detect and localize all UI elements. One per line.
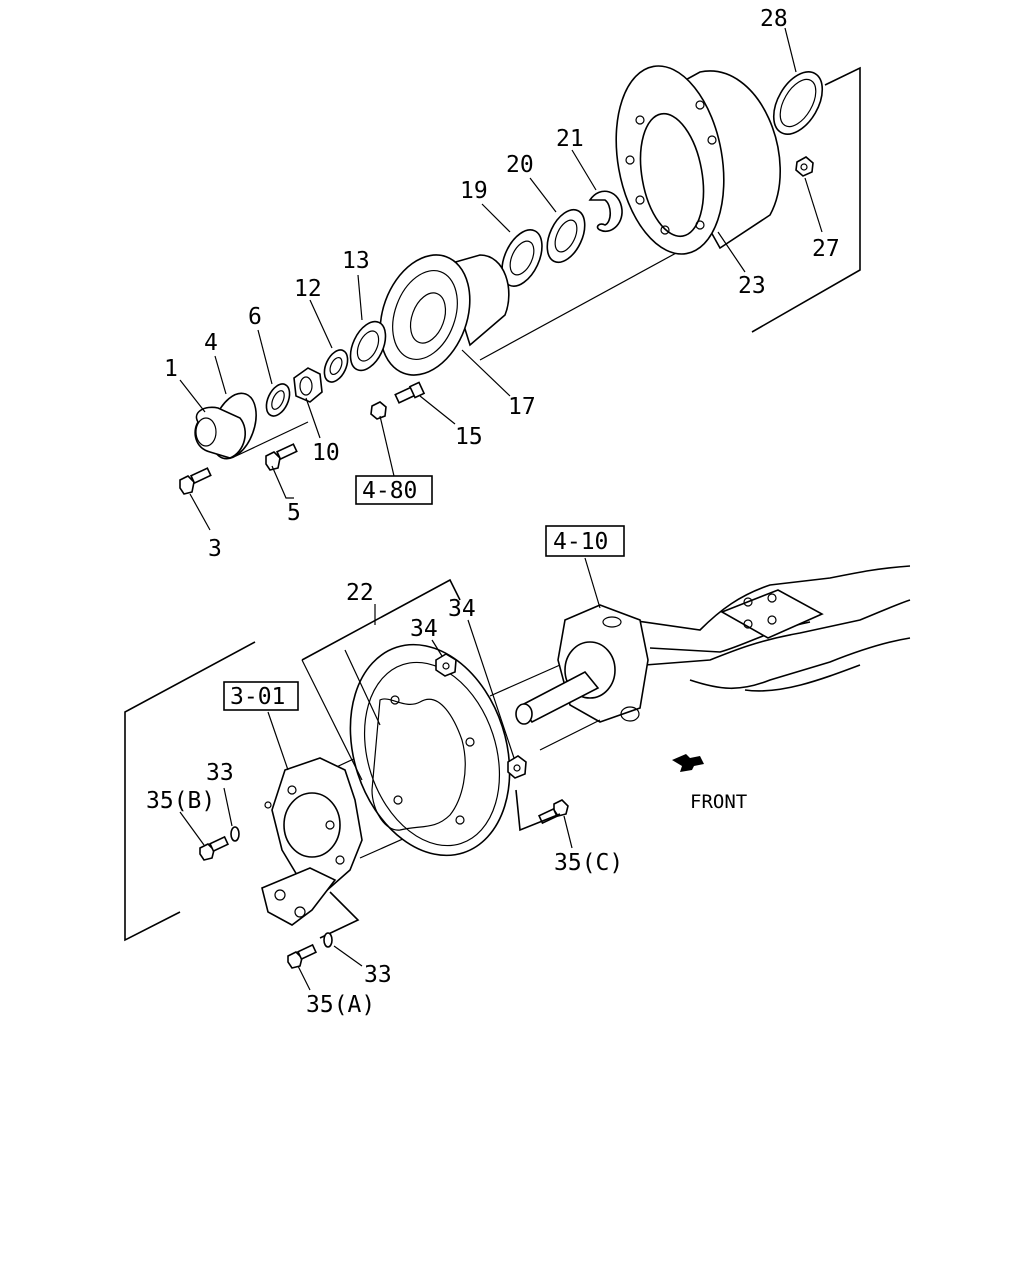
- part-34-nut-upper: [435, 653, 457, 677]
- part-22-backing-plate: [349, 643, 511, 857]
- callout-35a: 35(A): [306, 992, 375, 1018]
- callout-34-upper: 34: [410, 616, 438, 642]
- part-20-bearing: [546, 208, 586, 264]
- callout-12: 12: [294, 276, 322, 302]
- anchor-group-bracket: [124, 641, 256, 942]
- callout-6: 6: [248, 304, 262, 330]
- ref-box-4-80[interactable]: 4-80: [355, 475, 433, 505]
- callout-19: 19: [460, 178, 488, 204]
- callout-1: 1: [164, 356, 178, 382]
- leader-3-01: [267, 711, 289, 771]
- spring-seat-pad: [720, 589, 824, 639]
- steering-knuckle: [515, 604, 649, 725]
- front-axle-beam: [629, 565, 911, 692]
- callout-21: 21: [556, 126, 584, 152]
- leader-33-upper: [223, 787, 233, 827]
- ref-3-01-label: 3-01: [230, 684, 285, 710]
- leader-12: [309, 299, 333, 349]
- part-35c-bolt: [537, 799, 569, 825]
- front-direction-label: FRONT: [690, 791, 747, 813]
- ref-4-10-label: 4-10: [553, 529, 608, 555]
- anchor-group-bracket-lower: [319, 891, 360, 939]
- leader-19: [481, 203, 511, 233]
- part-17-wheel-hub: [379, 254, 510, 376]
- leader-17: [461, 349, 511, 397]
- leader-4-10: [584, 557, 601, 609]
- ref-box-4-10[interactable]: 4-10: [545, 525, 625, 557]
- callout-15: 15: [455, 424, 483, 450]
- callout-20: 20: [506, 152, 534, 178]
- lower-axis-line-2: [489, 664, 561, 697]
- leader-5-bracket: [235, 421, 309, 457]
- part-15-hub-bolt: [394, 381, 426, 404]
- leader-20: [529, 177, 557, 213]
- part-28-oil-seal: [772, 71, 824, 135]
- part-3-bolt: [179, 467, 212, 495]
- callout-13: 13: [342, 248, 370, 274]
- ref-4-80-label: 4-80: [362, 478, 417, 504]
- leader-15: [419, 395, 456, 425]
- part-19-bearing: [501, 229, 543, 287]
- backing-plate-bracket: [301, 578, 461, 661]
- leader-10: [305, 397, 321, 439]
- leader-34a: [431, 639, 443, 657]
- leader-21: [571, 149, 597, 191]
- leader-28: [784, 27, 797, 73]
- leader-27: [804, 177, 823, 233]
- part-nut-ref-4-80: [370, 401, 387, 420]
- part-35a-bolt: [287, 943, 318, 969]
- leader-34b: [467, 619, 515, 759]
- part-13-bearing: [349, 320, 387, 372]
- leader-1: [179, 379, 206, 413]
- callout-33-lower: 33: [364, 962, 392, 988]
- leader-22: [344, 649, 381, 726]
- leader-3: [189, 493, 211, 531]
- leader-6: [257, 329, 273, 385]
- part-27-nut: [795, 156, 814, 177]
- callout-23: 23: [738, 273, 766, 299]
- callout-22: 22: [346, 580, 374, 606]
- part-35b-bolt: [199, 835, 230, 861]
- callout-17: 17: [508, 394, 536, 420]
- ref-box-3-01[interactable]: 3-01: [223, 681, 299, 711]
- leader-4-80: [379, 415, 395, 477]
- callout-4: 4: [204, 330, 218, 356]
- callout-35c: 35(C): [554, 850, 623, 876]
- callout-3: 3: [208, 536, 222, 562]
- leader-13: [357, 274, 363, 321]
- leader-22b: [301, 659, 363, 781]
- lower-axis-line-3: [539, 719, 601, 751]
- part-21-lock-washer: [588, 190, 623, 232]
- part-10-hub-nut: [293, 367, 323, 403]
- callout-27: 27: [812, 236, 840, 262]
- callout-5: 5: [287, 500, 301, 526]
- leader-35a: [297, 965, 311, 991]
- lower-right-bracket: [515, 789, 561, 832]
- drum-group-bracket: [751, 66, 861, 333]
- part-6-oil-seal: [265, 383, 291, 417]
- part-33-washer-upper: [230, 826, 240, 842]
- brake-anchor-plate: [261, 757, 363, 926]
- part-23-brake-drum: [615, 65, 781, 255]
- callout-10: 10: [312, 440, 340, 466]
- front-direction-arrow: [672, 754, 704, 772]
- leader-33-lower: [333, 945, 363, 967]
- leader-35c: [563, 815, 573, 849]
- callout-34-right: 34: [448, 596, 476, 622]
- part-5-bolt: [265, 443, 298, 471]
- part-33-washer-lower: [323, 932, 333, 948]
- hub-axis-line: [479, 239, 701, 361]
- part-12-washer: [323, 349, 349, 383]
- leader-4: [214, 355, 227, 395]
- leader-23: [717, 231, 746, 273]
- leader-5: [271, 465, 294, 499]
- callout-33-upper: 33: [206, 760, 234, 786]
- callout-35b: 35(B): [146, 788, 215, 814]
- callout-28: 28: [760, 6, 788, 32]
- part-1-hub-cap: [194, 406, 246, 459]
- part-34-nut-lower: [507, 755, 527, 779]
- leader-35b: [179, 811, 205, 846]
